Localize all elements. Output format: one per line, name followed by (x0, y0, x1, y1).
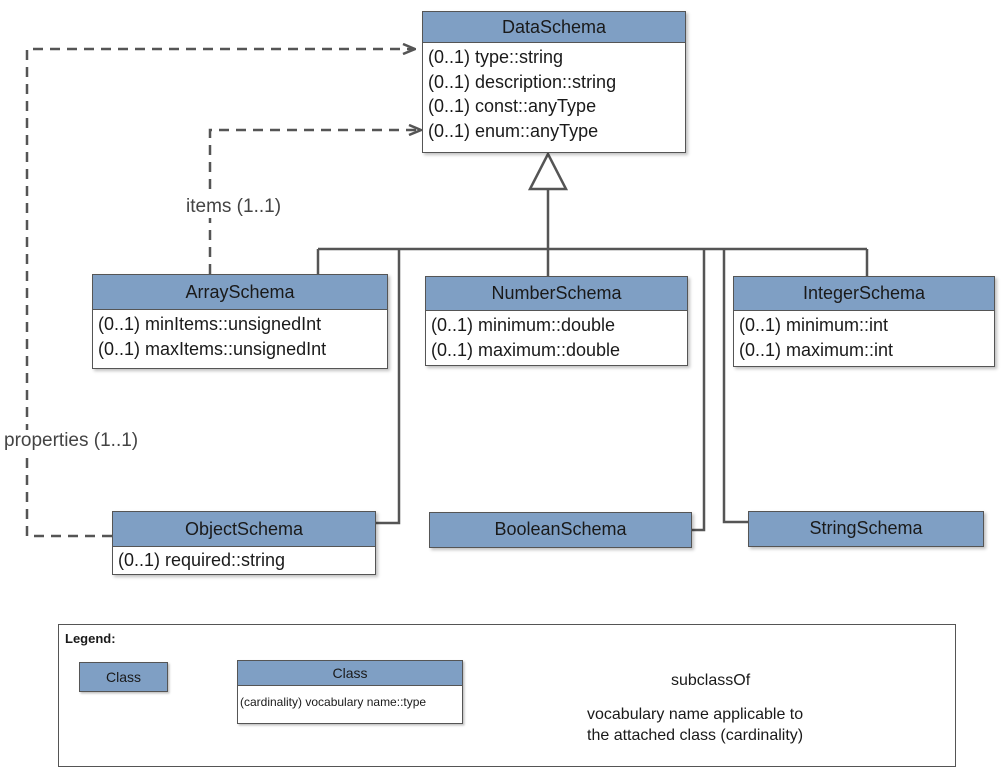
array-schema-class[interactable]: ArraySchema (0..1) minItems::unsignedInt… (92, 274, 388, 369)
class-name: DataSchema (423, 12, 685, 43)
boolean-schema-class[interactable]: BooleanSchema (429, 512, 692, 548)
items-edge-label: items (1..1) (186, 196, 282, 218)
attribute: (0..1) type::string (428, 47, 564, 67)
legend-title: Legend: (65, 631, 116, 646)
attribute: (0..1) maximum::double (431, 339, 621, 360)
legend-class-name: Class (80, 663, 167, 691)
legend-class-attr: (cardinality) vocabulary name::type (240, 695, 427, 709)
class-attributes: (0..1) minimum::double (0..1) maximum::d… (426, 311, 687, 364)
class-attributes: (0..1) minItems::unsignedInt (0..1) maxI… (93, 310, 387, 363)
legend-class-simple: Class (79, 662, 168, 692)
generalization-triangle (527, 151, 569, 191)
attribute: (0..1) enum::anyType (428, 120, 599, 141)
properties-edge (25, 49, 415, 538)
number-schema-class[interactable]: NumberSchema (0..1) minimum::double (0..… (425, 276, 688, 366)
legend-vocab-line2: the attached class (cardinality) (587, 727, 804, 744)
legend-class-full: Class (cardinality) vocabulary name::typ… (237, 660, 463, 724)
subclass-tree (316, 189, 869, 532)
legend-vocab-line1: vocabulary name applicable to (587, 706, 804, 723)
class-name: ObjectSchema (113, 512, 375, 547)
legend-subclass-label: subclassOf (671, 672, 751, 689)
class-name: ArraySchema (93, 275, 387, 310)
attribute: (0..1) maxItems::unsignedInt (98, 338, 327, 359)
class-name: NumberSchema (426, 277, 687, 311)
attribute: (0..1) description::string (428, 71, 617, 92)
class-attributes: (0..1) minimum::int (0..1) maximum::int (734, 311, 994, 364)
class-name: IntegerSchema (734, 277, 994, 311)
string-schema-class[interactable]: StringSchema (748, 511, 984, 547)
attribute: (0..1) minimum::double (431, 315, 616, 335)
class-attributes: (0..1) required::string (113, 547, 375, 575)
class-name: StringSchema (749, 512, 983, 546)
class-attributes: (0..1) type::string (0..1) description::… (423, 43, 685, 145)
data-schema-class[interactable]: DataSchema (0..1) type::string (0..1) de… (422, 11, 686, 153)
class-name: BooleanSchema (430, 513, 691, 547)
legend: Legend: Class Class (cardinality) vocabu… (58, 624, 956, 767)
attribute: (0..1) maximum::int (739, 339, 894, 360)
attribute: (0..1) const::anyType (428, 96, 597, 116)
integer-schema-class[interactable]: IntegerSchema (0..1) minimum::int (0..1)… (733, 276, 995, 367)
attribute: (0..1) minItems::unsignedInt (98, 314, 322, 334)
object-schema-class[interactable]: ObjectSchema (0..1) required::string (112, 511, 376, 575)
items-edge (208, 130, 421, 274)
properties-edge-label: properties (1..1) (4, 430, 139, 452)
attribute: (0..1) required::string (118, 550, 286, 570)
attribute: (0..1) minimum::int (739, 315, 889, 335)
legend-class-name: Class (238, 661, 462, 686)
